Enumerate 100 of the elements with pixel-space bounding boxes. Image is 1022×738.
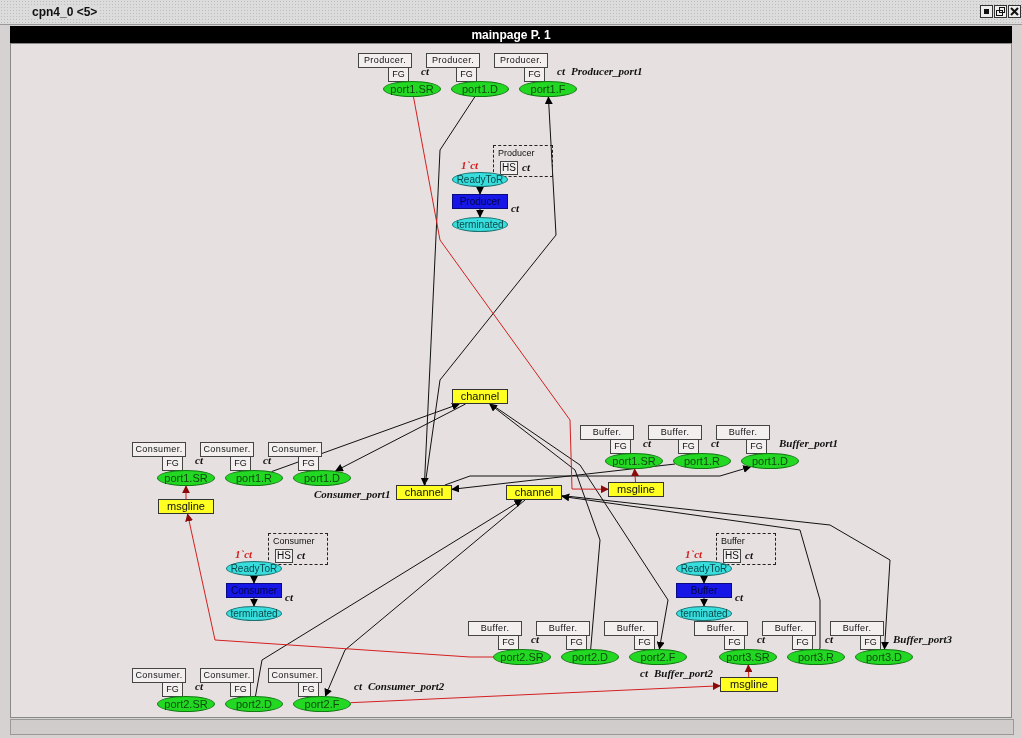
node-label: HS	[277, 551, 291, 561]
inscription-label: ct	[757, 634, 765, 645]
node-label: Producer	[459, 196, 501, 207]
node-label: Producer	[498, 149, 535, 158]
node-label: port3.R	[797, 651, 835, 663]
inscription-label: ct	[511, 203, 519, 214]
tag-box	[536, 621, 590, 636]
arc-arrow	[744, 664, 753, 678]
node-label: FG	[302, 685, 315, 694]
node-label: terminated	[230, 608, 278, 619]
node-label: port2.F	[304, 698, 340, 710]
node-label: port2.D	[571, 651, 609, 663]
node-label: FG	[570, 638, 583, 647]
inscription-label: Buffer_port3	[893, 634, 953, 645]
node-label: FG	[392, 70, 405, 79]
node-label: channel	[404, 487, 444, 498]
node-label: FG	[638, 638, 651, 647]
node-label: FG	[234, 459, 247, 468]
subpage-frame	[716, 533, 776, 565]
fusion-tag-box	[746, 439, 767, 454]
node-label: Consumer	[273, 537, 315, 546]
arc-arrow	[413, 96, 609, 494]
tag-box	[762, 621, 816, 636]
node-label: port3.D	[865, 651, 903, 663]
fusion-tag-box	[162, 456, 183, 471]
node-label: Consumer.	[203, 445, 251, 454]
node-label: Buffer.	[480, 624, 510, 633]
fusion-tag-box	[230, 456, 251, 471]
node-label: Buffer.	[774, 624, 804, 633]
fusion-tag-box	[498, 635, 519, 650]
node-label: HS	[725, 551, 739, 561]
node-label: port1.F	[530, 83, 566, 95]
tag-box	[580, 425, 634, 440]
inscription-label: ct	[354, 681, 362, 692]
node-label: port1.D	[303, 472, 341, 484]
arc-arrow	[444, 465, 752, 486]
inscription-label: ct	[195, 455, 203, 466]
node-label: msgline	[167, 501, 205, 512]
node-label: Consumer.	[135, 671, 183, 680]
node-label: channel	[514, 487, 554, 498]
node-label: terminated	[680, 608, 728, 619]
arc-arrow	[631, 468, 640, 483]
arc-arrow	[250, 575, 258, 584]
node-label: msgline	[730, 679, 768, 690]
node-label: FG	[750, 442, 763, 451]
tag-box	[426, 53, 480, 68]
node-label: port1.R	[683, 455, 721, 467]
node-label: FG	[614, 442, 627, 451]
node-label: port3.SR	[726, 651, 770, 663]
node-label: port1.D	[751, 455, 789, 467]
tag-box	[716, 425, 770, 440]
tag-box	[358, 53, 412, 68]
place-box	[720, 677, 778, 692]
place-box	[396, 485, 452, 500]
arc-arrow	[185, 513, 494, 658]
fusion-tag-box	[724, 635, 745, 650]
inscription-label: ct	[531, 634, 539, 645]
inscription-label: ct	[195, 681, 203, 692]
inscription-label: ct	[825, 634, 833, 645]
inscription-label: Consumer_port2	[367, 681, 445, 692]
node-label: FG	[502, 638, 515, 647]
inscription-label: ct	[735, 592, 743, 603]
node-label: Buffer.	[660, 428, 690, 437]
tag-box	[830, 621, 884, 636]
fusion-tag-box	[162, 682, 183, 697]
arc-arrow	[700, 597, 708, 607]
subpage-frame	[493, 145, 553, 177]
node-label: FG	[460, 70, 473, 79]
inscription-label: 1`ct	[235, 549, 253, 560]
inscription-label: ct	[745, 550, 753, 561]
inscription-label: Buffer_port1	[779, 438, 839, 449]
arc-arrow	[489, 403, 601, 650]
inscription-label: ct	[263, 455, 271, 466]
node-label: FG	[728, 638, 741, 647]
page-title: mainpage P. 1	[471, 27, 551, 42]
arc-arrow	[182, 485, 190, 500]
node-label: FG	[234, 685, 247, 694]
node-label: port1.SR	[164, 472, 208, 484]
arc-arrow	[490, 403, 669, 650]
inscription-label: 1`ct	[685, 549, 703, 560]
node-label: Consumer.	[135, 445, 183, 454]
tag-box	[604, 621, 658, 636]
node-label: ReadyToR	[456, 174, 504, 185]
node-label: Buffer.	[728, 428, 758, 437]
tag-box	[494, 53, 548, 68]
inscription-label: ct	[421, 66, 429, 77]
node-label: ReadyToR	[680, 563, 728, 574]
fusion-tag-box	[524, 67, 545, 82]
arc-arrow	[476, 186, 484, 195]
inscription-label: Consumer_port1	[314, 489, 391, 500]
fusion-tag-box	[298, 456, 319, 471]
arc-arrow	[350, 682, 721, 704]
fusion-tag-box	[792, 635, 813, 650]
node-label: Buffer.	[548, 624, 578, 633]
fusion-tag-box	[388, 67, 409, 82]
node-label: port1.SR	[390, 83, 434, 95]
fusion-tag-box	[678, 439, 699, 454]
place-box	[158, 499, 214, 514]
node-label: port1.SR	[612, 455, 656, 467]
node-label: FG	[796, 638, 809, 647]
